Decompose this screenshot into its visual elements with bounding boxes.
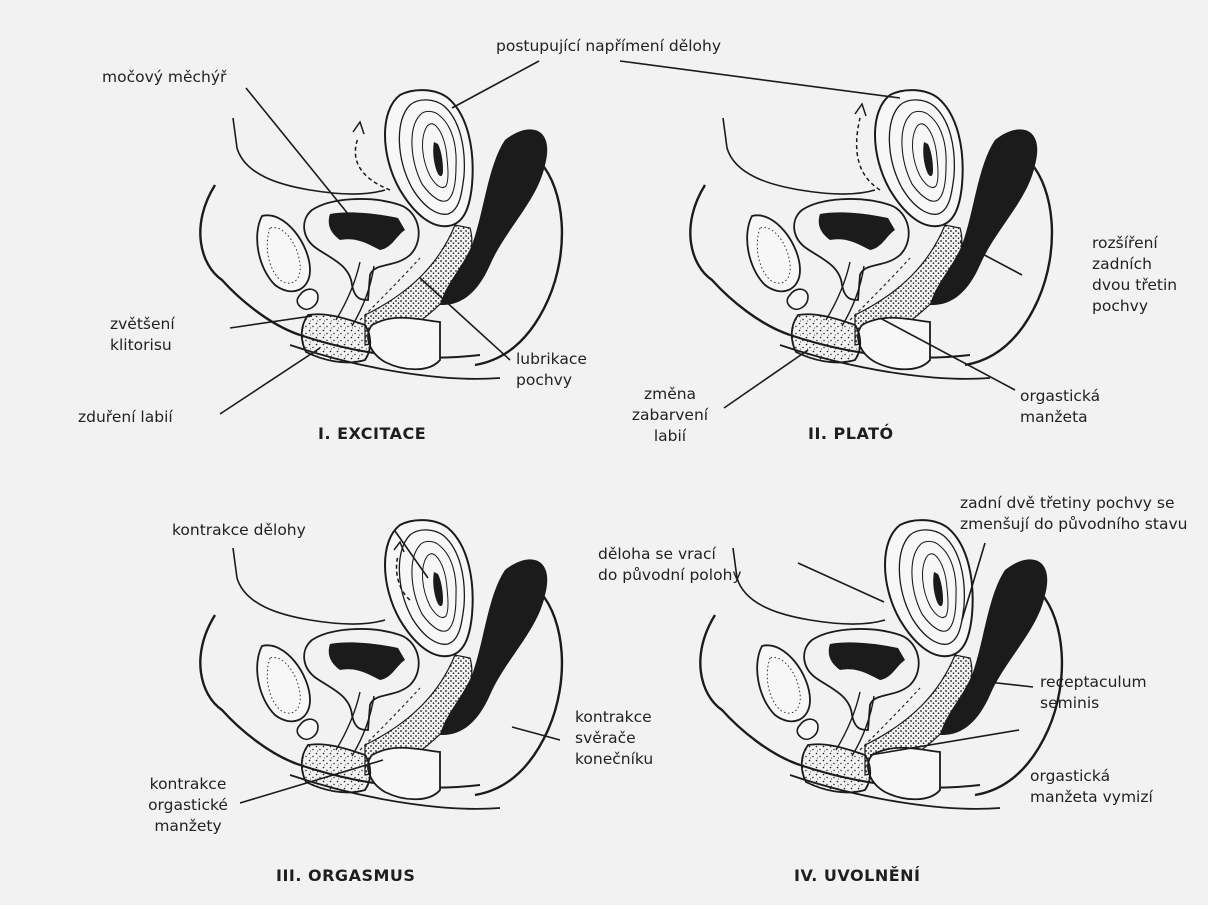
label-vagina-return: zadní dvě třetiny pochvy se zmenšují do …	[960, 493, 1187, 535]
label-labia-color-change: změna zabarvení labií	[620, 384, 720, 447]
label-posterior-expansion: rozšíření zadních dvou třetin pochvy	[1092, 233, 1177, 317]
panel-3-title: III. ORGASMUS	[276, 866, 415, 885]
label-uterus-contraction: kontrakce dělohy	[172, 520, 306, 541]
label-clitoris-enlargement: zvětšení klitorisu	[110, 314, 175, 356]
label-bladder: močový měchýř	[102, 67, 226, 88]
label-labia-swelling: zduření labií	[78, 407, 173, 428]
label-uterus-straightening: postupující napřímení dělohy	[496, 36, 721, 57]
label-sphincter-contraction: kontrakce svěrače konečníku	[575, 707, 653, 770]
label-cuff-disappears: orgastická manžeta vymizí	[1030, 766, 1153, 808]
panel-2-title: II. PLATÓ	[808, 424, 894, 443]
panel-4-title: IV. UVOLNĚNÍ	[794, 866, 920, 885]
label-receptaculum-seminis: receptaculum seminis	[1040, 672, 1147, 714]
label-uterus-return: děloha se vrací do původní polohy	[598, 544, 742, 586]
panel-1-title: I. EXCITACE	[318, 424, 426, 443]
label-vaginal-lubrication: lubrikace pochvy	[516, 349, 587, 391]
label-cuff-contraction: kontrakce orgastické manžety	[138, 774, 238, 837]
label-orgasmic-cuff: orgastická manžeta	[1020, 386, 1100, 428]
